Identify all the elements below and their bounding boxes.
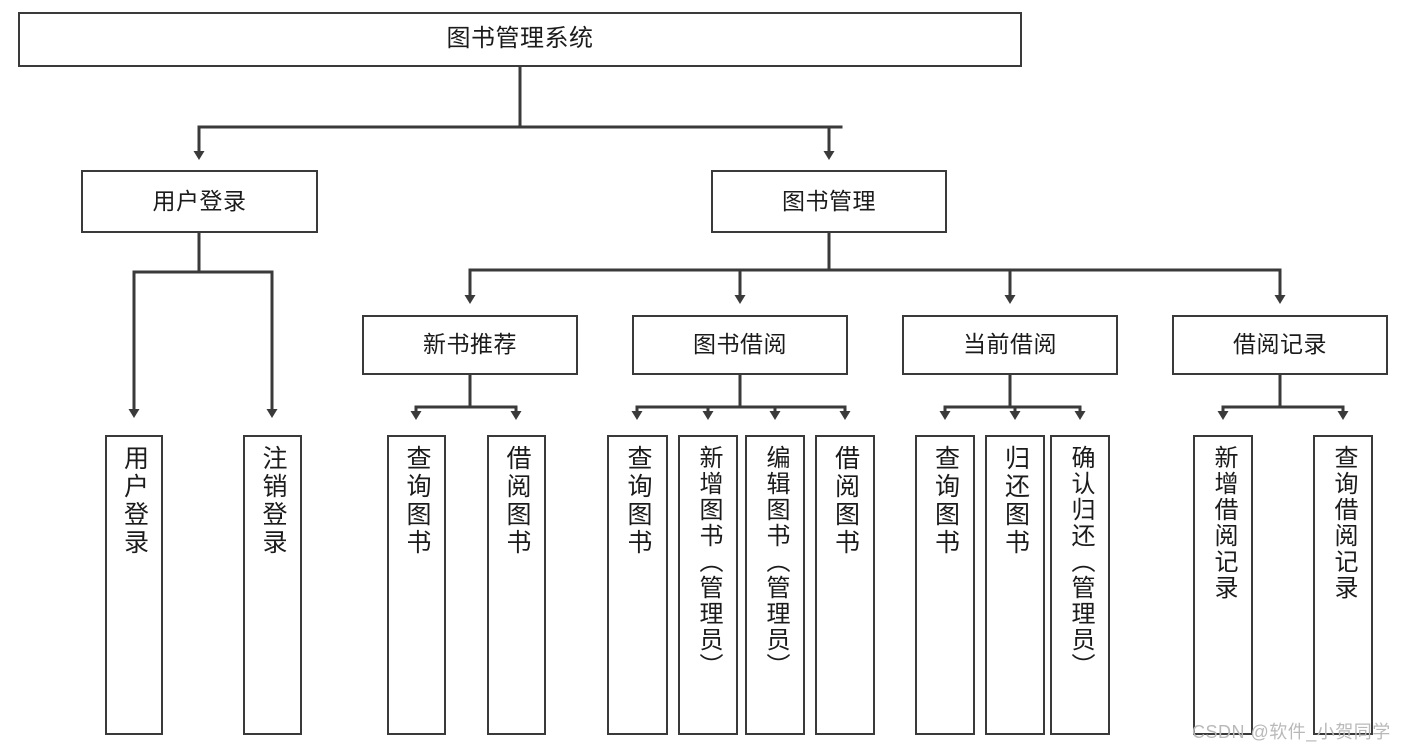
node-root-label: 图书管理系统 (446, 25, 594, 53)
node-root[interactable]: 图书管理系统 (18, 12, 1022, 67)
node-current-borrow-label: 当前借阅 (963, 331, 1057, 358)
node-leaf-add-book-admin-label: 新增图书（管理员） (695, 445, 722, 679)
node-leaf-user-login-label: 用户登录 (120, 445, 149, 557)
node-leaf-user-login[interactable]: 用户登录 (105, 435, 163, 735)
node-new-book-recommend[interactable]: 新书推荐 (362, 315, 578, 375)
node-leaf-borrow-book-1[interactable]: 借阅图书 (487, 435, 546, 735)
node-leaf-borrow-book-2[interactable]: 借阅图书 (815, 435, 875, 735)
node-leaf-add-borrow-record[interactable]: 新增借阅记录 (1193, 435, 1253, 735)
node-leaf-query-borrow-record[interactable]: 查询借阅记录 (1313, 435, 1373, 735)
node-leaf-edit-book-admin[interactable]: 编辑图书（管理员） (745, 435, 805, 735)
node-book-manage[interactable]: 图书管理 (711, 170, 947, 233)
node-leaf-query-book-1[interactable]: 查询图书 (387, 435, 446, 735)
node-book-borrow[interactable]: 图书借阅 (632, 315, 848, 375)
node-leaf-query-book-3-label: 查询图书 (931, 445, 960, 557)
node-new-book-recommend-label: 新书推荐 (423, 331, 517, 358)
node-leaf-user-logout-label: 注销登录 (259, 445, 287, 557)
node-user-login[interactable]: 用户登录 (81, 170, 318, 233)
node-leaf-return-book-label: 归还图书 (1001, 445, 1030, 557)
watermark: CSDN @软件_小贺同学 (1192, 722, 1391, 742)
node-user-login-label: 用户登录 (152, 187, 247, 214)
node-leaf-query-book-2[interactable]: 查询图书 (607, 435, 668, 735)
node-borrow-record[interactable]: 借阅记录 (1172, 315, 1388, 375)
node-leaf-query-book-1-label: 查询图书 (403, 445, 431, 557)
node-book-borrow-label: 图书借阅 (693, 331, 787, 358)
node-leaf-edit-book-admin-label: 编辑图书（管理员） (762, 445, 789, 679)
node-borrow-record-label: 借阅记录 (1233, 331, 1327, 358)
node-leaf-borrow-book-2-label: 借阅图书 (831, 445, 860, 557)
node-leaf-borrow-book-1-label: 借阅图书 (503, 445, 531, 557)
node-leaf-add-borrow-record-label: 新增借阅记录 (1210, 445, 1237, 601)
node-leaf-confirm-return-admin-label: 确认归还（管理员） (1067, 445, 1094, 679)
node-book-manage-label: 图书管理 (782, 187, 876, 214)
node-current-borrow[interactable]: 当前借阅 (902, 315, 1118, 375)
node-leaf-query-book-2-label: 查询图书 (624, 445, 652, 557)
node-leaf-add-book-admin[interactable]: 新增图书（管理员） (678, 435, 738, 735)
node-leaf-query-book-3[interactable]: 查询图书 (915, 435, 975, 735)
node-leaf-query-borrow-record-label: 查询借阅记录 (1330, 445, 1357, 601)
node-leaf-confirm-return-admin[interactable]: 确认归还（管理员） (1050, 435, 1110, 735)
node-leaf-return-book[interactable]: 归还图书 (985, 435, 1045, 735)
node-leaf-user-logout[interactable]: 注销登录 (243, 435, 302, 735)
